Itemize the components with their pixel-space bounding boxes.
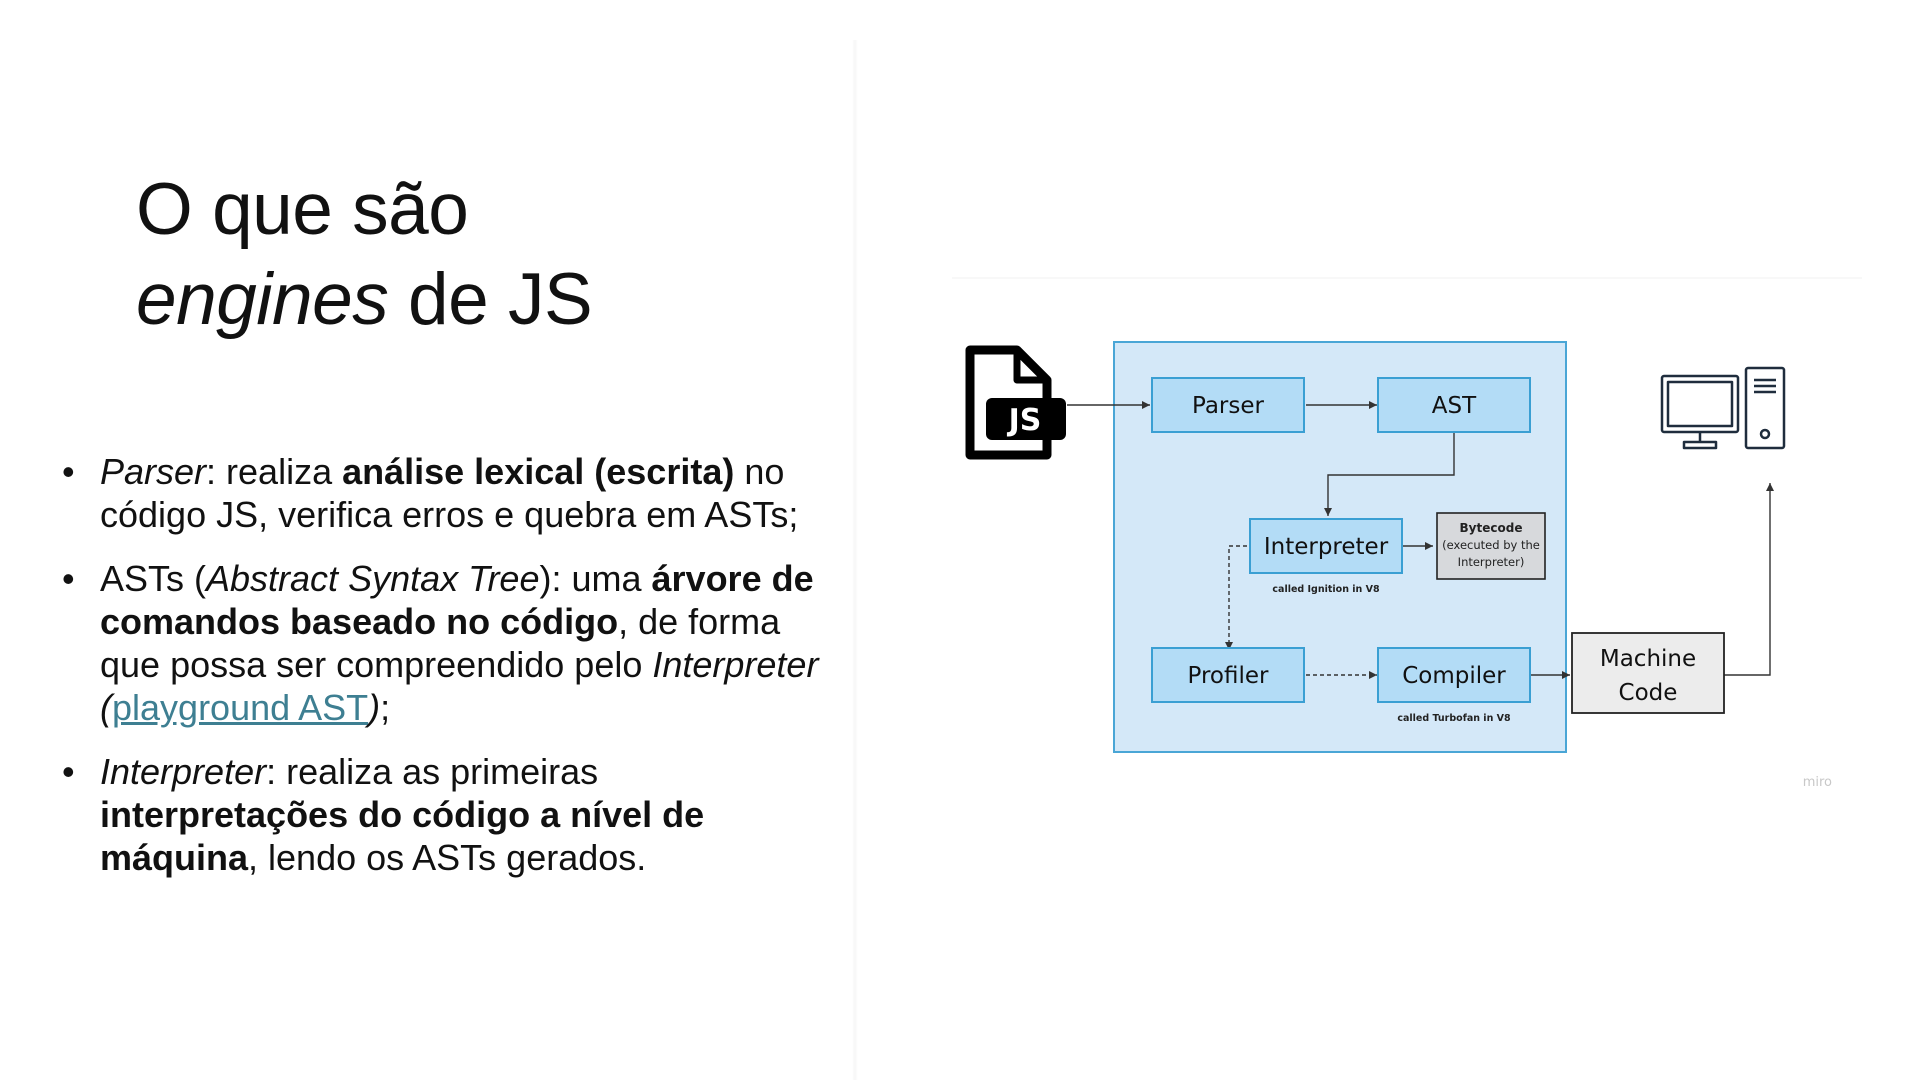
interpreter-node: [1249, 518, 1403, 574]
title-engines-word: engines: [136, 259, 389, 340]
bullet-interpreter-term: Interpreter: [100, 751, 267, 792]
bullet-dot: •: [62, 751, 75, 792]
slide-title: O que são engines de JS: [136, 165, 593, 345]
diagram-canvas: JS Parser AST Interpreter called Ignitio…: [952, 277, 1862, 790]
bullet-asts-term: Abstract Syntax Tree: [206, 558, 540, 599]
profiler-node: [1151, 647, 1305, 703]
bullet-asts-text-3: , de forma que possa ser compreendido pe…: [100, 601, 781, 685]
bullet-asts: • ASTs (Abstract Syntax Tree): uma árvor…: [62, 557, 832, 729]
compiler-node: [1377, 647, 1531, 703]
ast-label: AST: [1432, 393, 1477, 419]
bullet-dot: •: [62, 558, 75, 599]
pane-divider: [852, 40, 858, 1080]
bullet-parser-text-2: no código JS, verifica erros e quebra em…: [100, 451, 799, 535]
parser-node: [1151, 377, 1305, 433]
bullet-asts-text-4: ;: [380, 687, 391, 728]
js-file-icon: JS: [965, 345, 1066, 460]
machine-code-line-1: Machine: [1600, 646, 1696, 672]
bullet-asts-text-2: ): uma: [539, 558, 652, 599]
bytecode-node: [1436, 512, 1546, 580]
arrow-machine-to-computer: [1724, 483, 1774, 676]
title-line-2: engines de JS: [136, 255, 593, 345]
bullet-interpreter: • Interpreter: realiza as primeiras inte…: [62, 750, 832, 879]
bytecode-desc-line-2: Interpreter): [1458, 555, 1525, 569]
machine-code-line-2: Code: [1619, 680, 1678, 706]
bullet-interpreter-emphasis: interpretações do código a nível de máqu…: [100, 794, 705, 878]
title-line-2-rest: de JS: [388, 259, 593, 340]
computer-icon: [1660, 366, 1786, 450]
bullet-parser-term: Parser: [100, 451, 207, 492]
miro-watermark: miro: [1803, 775, 1832, 790]
interpreter-label: Interpreter: [1264, 534, 1389, 560]
text-pane: O que são engines de JS • Parser: realiz…: [0, 0, 855, 1080]
bullet-interpreter-text-1: : realiza as primeiras: [266, 751, 599, 792]
bytecode-title: Bytecode: [1460, 521, 1523, 535]
compiler-label: Compiler: [1402, 663, 1506, 689]
ast-node: [1377, 377, 1531, 433]
bytecode-desc-line-1: (executed by the: [1442, 538, 1540, 552]
playground-ast-link[interactable]: playground AST: [112, 687, 369, 728]
bullet-asts-emphasis: árvore de comandos baseado no código: [100, 558, 814, 642]
js-engine-diagram: JS Parser AST Interpreter called Ignitio…: [922, 270, 1862, 810]
title-line-1: O que são: [136, 169, 469, 250]
arrow-interpreter-to-profiler: [1225, 545, 1247, 650]
bullet-parser-emphasis: análise lexical (escrita): [342, 451, 735, 492]
machine-code-node: [1571, 632, 1725, 714]
bullet-asts-close-paren: ): [368, 687, 381, 728]
profiler-label: Profiler: [1188, 663, 1270, 689]
bullet-asts-text-1: ASTs (: [100, 558, 207, 599]
parser-label: Parser: [1192, 393, 1265, 419]
bullet-dot: •: [62, 451, 75, 492]
bullet-parser-text-1: : realiza: [206, 451, 343, 492]
interpreter-caption: called Ignition in V8: [1272, 584, 1380, 595]
bullet-parser: • Parser: realiza análise lexical (escri…: [62, 450, 832, 536]
compiler-caption: called Turbofan in V8: [1397, 713, 1511, 724]
js-file-label: JS: [1007, 403, 1042, 438]
bullet-list: • Parser: realiza análise lexical (escri…: [62, 450, 832, 900]
bullet-asts-interpreter: Interpreter (: [100, 644, 819, 728]
arrow-ast-to-interpreter: [1324, 432, 1455, 516]
bullet-interpreter-text-2: , lendo os ASTs gerados.: [248, 837, 647, 878]
